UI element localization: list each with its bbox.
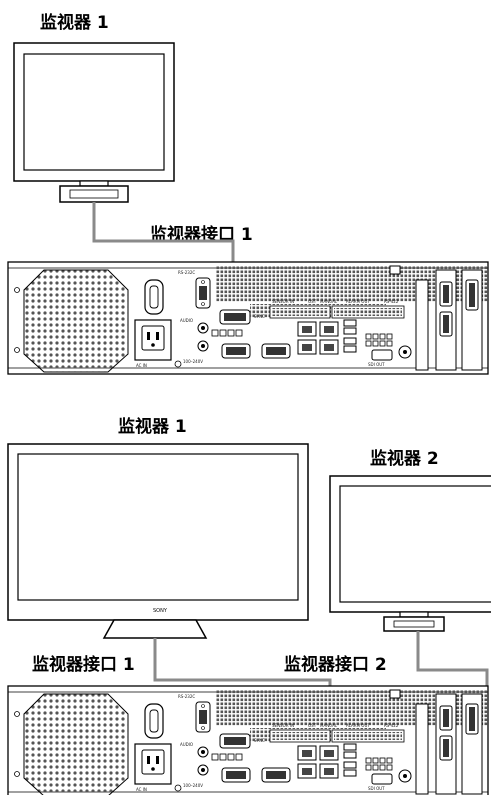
top-recorder <box>7 261 489 375</box>
bottom-monitor2-label: 监视器 2 <box>370 449 439 469</box>
bottom-monitor-1: SONY <box>7 443 309 639</box>
bottom-recorder <box>7 685 489 795</box>
top-monitor <box>13 42 175 203</box>
bottom-monitor-2 <box>329 475 491 632</box>
bottom-monitor1-label: 监视器 1 <box>118 417 187 437</box>
bottom-port1-label: 监视器接口 1 <box>32 655 135 675</box>
top-monitor-label: 监视器 1 <box>40 13 109 33</box>
bottom-port2-label: 监视器接口 2 <box>284 655 387 675</box>
monitor-brand: SONY <box>153 608 168 614</box>
